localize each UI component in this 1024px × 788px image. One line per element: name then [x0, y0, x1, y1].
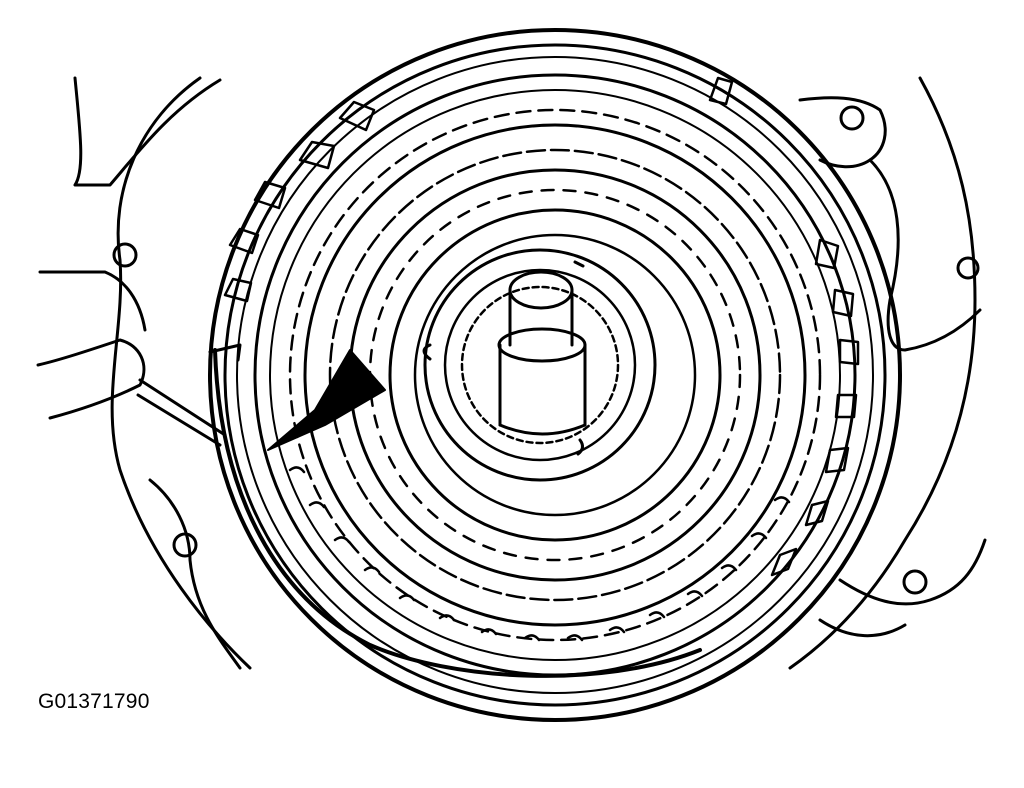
bolt-hole — [956, 256, 980, 280]
snap-ring — [213, 348, 702, 678]
figure-id-label: G01371790 — [38, 690, 150, 713]
lower-tooth-row — [288, 466, 791, 642]
input-shaft — [497, 270, 587, 436]
snap-ring-end — [208, 343, 242, 362]
bolt-hole — [902, 569, 928, 595]
planetary-hub — [422, 248, 657, 482]
screwdriver — [36, 338, 227, 447]
bolt-hole — [839, 105, 865, 131]
arrow-icon — [267, 349, 386, 451]
clutch-drum — [208, 28, 902, 722]
clutch-plate-teeth — [223, 76, 860, 577]
bolt-hole — [112, 242, 138, 268]
bolt-holes — [112, 105, 980, 595]
transmission-case — [38, 76, 987, 670]
bolt-hole — [172, 532, 198, 558]
